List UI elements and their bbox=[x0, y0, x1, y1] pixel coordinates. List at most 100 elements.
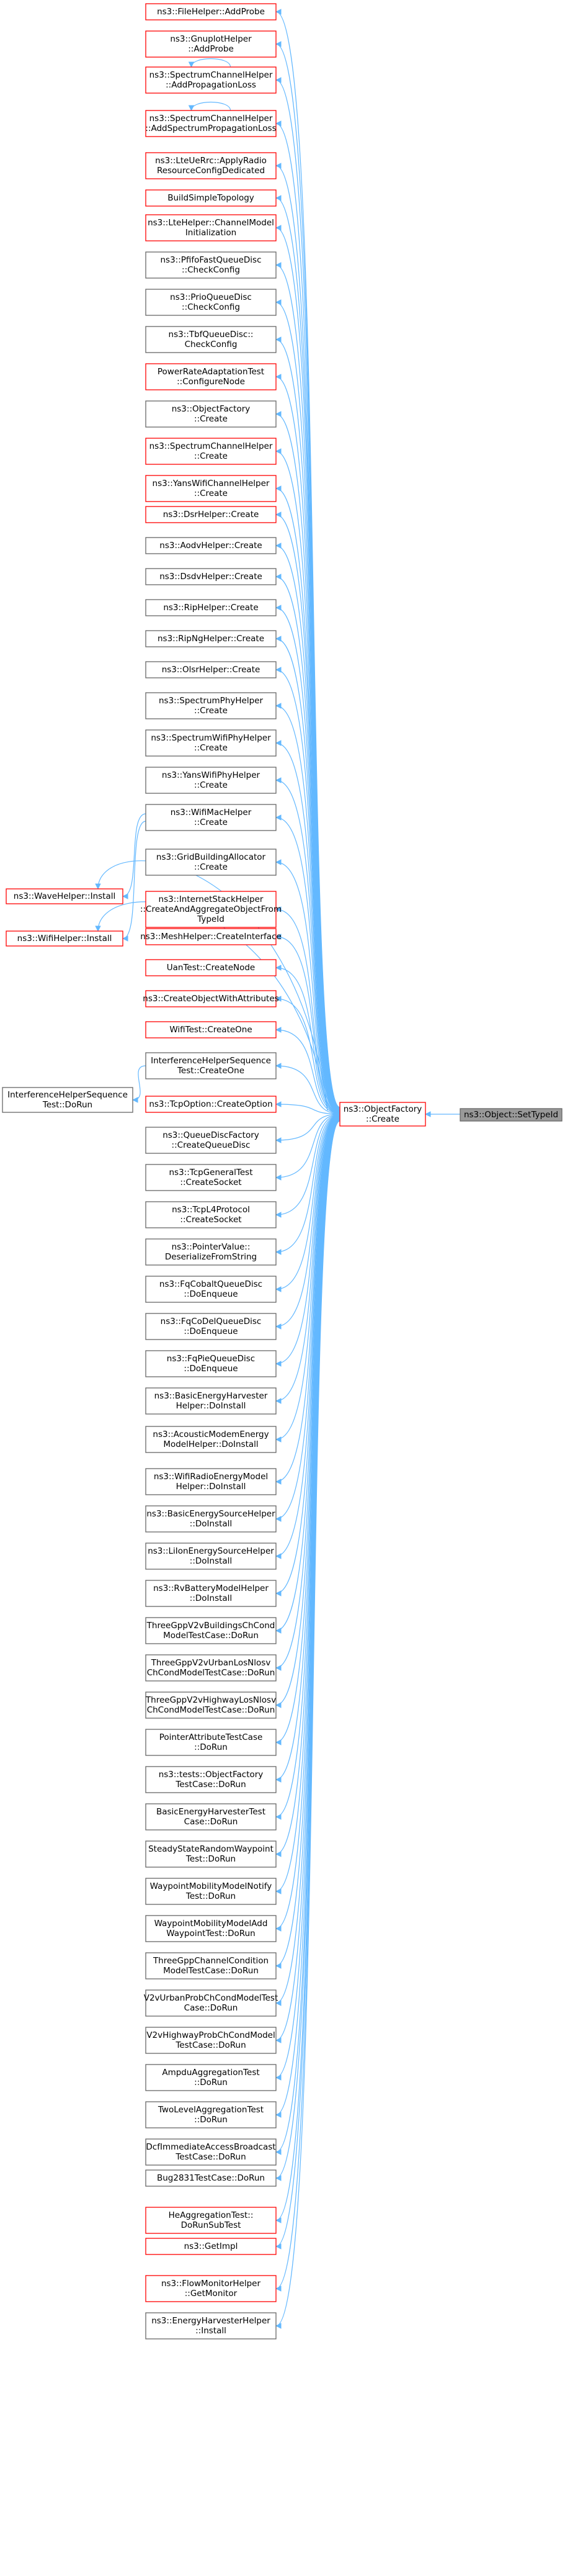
caller-node[interactable]: ns3::RvBatteryModelHelper::DoInstall bbox=[145, 1580, 277, 1607]
node-box bbox=[145, 326, 277, 353]
node-label-line: WaypointMobilityModelAdd bbox=[154, 1919, 268, 1929]
caller-node[interactable]: ns3::GnuplotHelper::AddProbe bbox=[145, 30, 277, 58]
caller-node[interactable]: ns3::RipHelper::Create bbox=[145, 599, 277, 616]
call-graph-nodes: ns3::FileHelper::AddProbens3::GnuplotHel… bbox=[2, 3, 563, 2340]
caller-node[interactable]: HeAggregationTest::DoRunSubTest bbox=[145, 2207, 277, 2234]
caller-node[interactable]: AmpduAggregationTest::DoRun bbox=[145, 2064, 277, 2091]
caller-node[interactable]: ns3::SpectrumChannelHelper::AddPropagati… bbox=[145, 66, 277, 94]
caller-node[interactable]: TwoLevelAggregationTest::DoRun bbox=[145, 2101, 277, 2128]
caller-node[interactable]: ThreeGppChannelConditionModelTestCase::D… bbox=[145, 1952, 277, 1979]
node-label-line: ns3::BasicEnergyHarvester bbox=[154, 1391, 268, 1401]
node-label-line: PointerAttributeTestCase bbox=[159, 1732, 263, 1742]
caller-node[interactable]: ns3::LiIonEnergySourceHelper::DoInstall bbox=[145, 1542, 277, 1570]
node-box bbox=[145, 959, 277, 976]
caller-node[interactable]: ThreeGppV2vUrbanLosNlosvChCondModelTestC… bbox=[145, 1654, 277, 1682]
caller-node[interactable]: WaypointMobilityModelAddWaypointTest::Do… bbox=[145, 1915, 277, 1942]
node-label-line: AmpduAggregationTest bbox=[162, 2068, 259, 2078]
caller-node[interactable]: ThreeGppV2vBuildingsChCondModelTestCase:… bbox=[145, 1617, 277, 1644]
caller-node[interactable]: WifiTest::CreateOne bbox=[145, 1021, 277, 1038]
caller-node[interactable]: ns3::InternetStackHelper::CreateAndAggre… bbox=[140, 891, 282, 928]
node-box bbox=[145, 928, 277, 945]
caller-node[interactable]: PointerAttributeTestCase::DoRun bbox=[145, 1729, 277, 1756]
node-label-line: ns3::MeshHelper::CreateInterface bbox=[140, 932, 282, 942]
caller-node[interactable]: DcfImmediateAccessBroadcastTestCase::DoR… bbox=[145, 2138, 277, 2166]
caller-node[interactable]: ns3::EnergyHarvesterHelper::Install bbox=[145, 2312, 277, 2340]
caller-node[interactable]: ns3::FileHelper::AddProbe bbox=[145, 3, 277, 20]
caller-node[interactable]: PowerRateAdaptationTest::ConfigureNode bbox=[145, 363, 277, 390]
caller-node[interactable]: ns3::TcpGeneralTest::CreateSocket bbox=[145, 1164, 277, 1191]
caller-node[interactable]: ns3::FqPieQueueDisc::DoEnqueue bbox=[145, 1350, 277, 1377]
caller-node[interactable]: ns3::MeshHelper::CreateInterface bbox=[140, 928, 282, 945]
caller-node[interactable]: ns3::GridBuildingAllocator::Create bbox=[145, 849, 277, 876]
caller-node[interactable]: ns3::PointerValue::DeserializeFromString bbox=[145, 1238, 277, 1266]
call-edge bbox=[275, 965, 340, 1114]
caller-node[interactable]: ns3::RipNgHelper::Create bbox=[145, 630, 277, 647]
node-label-line: ns3::FlowMonitorHelper bbox=[161, 2279, 260, 2289]
target-node[interactable]: ns3::Object::SetTypeId bbox=[460, 1108, 563, 1122]
node-box bbox=[145, 1387, 277, 1415]
caller-node[interactable]: ns3::QueueDiscFactory::CreateQueueDisc bbox=[145, 1127, 277, 1154]
node-label-line: TestCase::DoRun bbox=[175, 1780, 246, 1790]
node-box bbox=[145, 30, 277, 58]
outer-caller-node[interactable]: ns3::WaveHelper::Install bbox=[6, 888, 123, 904]
caller-node[interactable]: ns3::BasicEnergyHarvesterHelper::DoInsta… bbox=[145, 1387, 277, 1415]
caller-node[interactable]: ns3::GetImpl bbox=[145, 2238, 277, 2255]
caller-node[interactable]: Bug2831TestCase::DoRun bbox=[145, 2169, 277, 2187]
caller-node[interactable]: InterferenceHelperSequenceTest::CreateOn… bbox=[145, 1052, 277, 1079]
caller-node[interactable]: ThreeGppV2vHighwayLosNlosvChCondModelTes… bbox=[145, 1691, 277, 1719]
caller-node[interactable]: ns3::PfifoFastQueueDisc::CheckConfig bbox=[145, 251, 277, 279]
caller-node[interactable]: ns3::FqCoDelQueueDisc::DoEnqueue bbox=[145, 1313, 277, 1340]
caller-node[interactable]: ns3::LteUeRrc::ApplyRadioResourceConfigD… bbox=[145, 152, 277, 179]
caller-node[interactable]: ns3::WifiRadioEnergyModelHelper::DoInsta… bbox=[145, 1468, 277, 1495]
caller-node[interactable]: ns3::CreateObjectWithAttributes bbox=[143, 990, 279, 1007]
call-edge bbox=[275, 1115, 340, 1367]
node-label-line: UanTest::CreateNode bbox=[167, 963, 255, 973]
caller-node[interactable]: ns3::DsdvHelper::Create bbox=[145, 568, 277, 585]
node-label-line: Test::CreateOne bbox=[177, 1066, 244, 1076]
caller-node[interactable]: ns3::WifiMacHelper::Create bbox=[145, 804, 277, 831]
call-edge bbox=[122, 813, 146, 899]
node-box bbox=[145, 251, 277, 279]
caller-node[interactable]: ns3::PrioQueueDisc::CheckConfig bbox=[145, 289, 277, 316]
node-label-line: HeAggregationTest:: bbox=[169, 2210, 254, 2220]
node-box bbox=[145, 692, 277, 719]
node-label-line: Initialization bbox=[185, 228, 236, 238]
caller-node[interactable]: ns3::FlowMonitorHelper::GetMonitor bbox=[145, 2275, 277, 2302]
caller-node[interactable]: ns3::DsrHelper::Create bbox=[145, 506, 277, 523]
caller-node[interactable]: ns3::LteHelper::ChannelModelInitializati… bbox=[145, 214, 277, 241]
call-edge bbox=[275, 1115, 340, 1443]
caller-node[interactable]: ns3::TcpL4Protocol::CreateSocket bbox=[145, 1201, 277, 1228]
outer-caller-node[interactable]: ns3::WifiHelper::Install bbox=[6, 930, 123, 947]
node-label-line: ns3::SpectrumPhyHelper bbox=[159, 696, 263, 706]
node-label-line: ns3::PfifoFastQueueDisc bbox=[160, 255, 261, 265]
caller-node[interactable]: ns3::TcpOption::CreateOption bbox=[145, 1096, 277, 1113]
caller-node[interactable]: ns3::AodvHelper::Create bbox=[145, 537, 277, 554]
caller-node[interactable]: ns3::OlsrHelper::Create bbox=[145, 661, 277, 678]
caller-node[interactable]: ns3::YansWifiPhyHelper::Create bbox=[145, 767, 277, 794]
node-label-line: ThreeGppV2vUrbanLosNlosv bbox=[151, 1658, 271, 1668]
caller-node[interactable]: ns3::SpectrumChannelHelper::Create bbox=[145, 438, 277, 465]
caller-node[interactable]: ns3::FqCobaltQueueDisc::DoEnqueue bbox=[145, 1276, 277, 1303]
caller-node[interactable]: UanTest::CreateNode bbox=[145, 959, 277, 976]
node-label-line: ns3::RipNgHelper::Create bbox=[158, 634, 264, 644]
caller-node[interactable]: ns3::BasicEnergySourceHelper::DoInstall bbox=[145, 1505, 277, 1533]
caller-node[interactable]: BuildSimpleTopology bbox=[145, 189, 277, 207]
caller-node[interactable]: ns3::SpectrumChannelHelper::AddSpectrumP… bbox=[145, 110, 277, 137]
node-label-line: ns3::TbfQueueDisc:: bbox=[169, 330, 254, 340]
caller-node[interactable]: ns3::TbfQueueDisc::CheckConfig bbox=[145, 326, 277, 353]
call-edge bbox=[275, 1114, 340, 1292]
caller-node[interactable]: ns3::YansWifiChannelHelper::Create bbox=[145, 475, 277, 502]
node-box bbox=[145, 2169, 277, 2187]
caller-node[interactable]: ns3::SpectrumPhyHelper::Create bbox=[145, 692, 277, 719]
hub-node[interactable]: ns3::ObjectFactory::Create bbox=[339, 1102, 426, 1127]
caller-node[interactable]: ns3::AcousticModemEnergyModelHelper::DoI… bbox=[145, 1426, 277, 1453]
caller-node[interactable]: ns3::ObjectFactory::Create bbox=[145, 400, 277, 428]
caller-node[interactable]: ns3::SpectrumWifiPhyHelper::Create bbox=[145, 729, 277, 757]
